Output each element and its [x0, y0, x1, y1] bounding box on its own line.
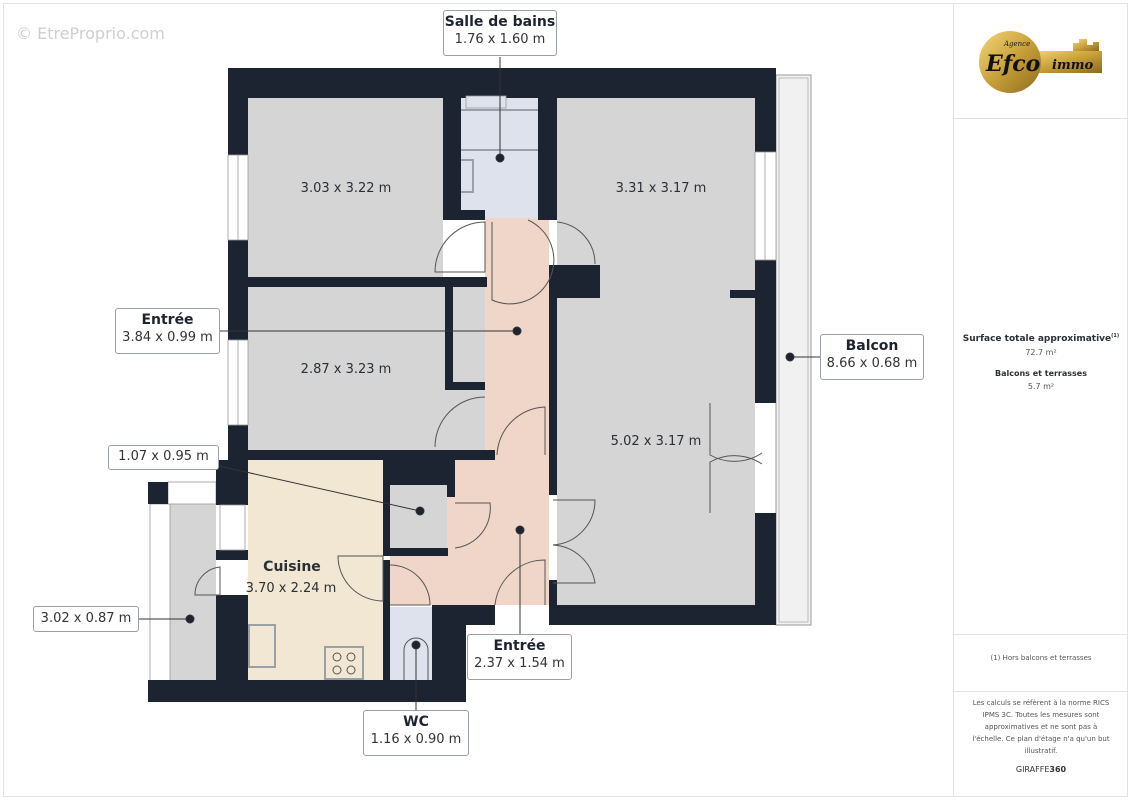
svg-text:Efco: Efco: [985, 51, 1040, 77]
door-swings: [194, 219, 763, 606]
summary-cell: Surface totale approximative(1) 72.7 m² …: [954, 119, 1128, 635]
kitchen-sink: [248, 624, 276, 668]
label-closet: 1.07 x 0.95 m: [108, 445, 219, 470]
balcony-area-label: Balcons et terrasses: [994, 369, 1087, 378]
total-area-label: Surface totale approximative(1): [962, 333, 1120, 344]
living-area: [557, 98, 755, 605]
svg-text:Agence: Agence: [1003, 40, 1030, 48]
cooktop: [324, 646, 364, 680]
bedroom1-area: [248, 98, 443, 277]
footnote: (1) Hors balcons et terrasses: [990, 654, 1092, 662]
kitchen-dims: 3.70 x 2.24 m: [246, 581, 337, 596]
label-corridor: Entrée 3.84 x 0.99 m: [115, 308, 220, 354]
total-area-value: 72.7 m²: [1025, 348, 1057, 357]
balcony-area-value: 5.7 m²: [1027, 382, 1055, 391]
label-wc: WC 1.16 x 0.90 m: [363, 710, 469, 756]
floor-plan: 3.03 x 3.22 m 3.31 x 3.17 m 2.87 x 3.23 …: [139, 57, 820, 710]
room-labels: 3.03 x 3.22 m 3.31 x 3.17 m 2.87 x 3.23 …: [246, 181, 707, 596]
page-frame: [3, 3, 1128, 797]
windows: [219, 95, 777, 551]
bedroom-right-dims: 3.31 x 3.17 m: [616, 181, 707, 196]
bedroom1-dims: 3.03 x 3.22 m: [301, 181, 392, 196]
toilet: [403, 637, 429, 680]
room-fills: [149, 74, 812, 683]
giraffe-brand: GIRAFFE360: [1015, 765, 1067, 774]
label-loggia: 3.02 x 0.87 m: [33, 606, 139, 632]
leader-lines: [139, 57, 820, 710]
footnote-cell: (1) Hors balcons et terrasses: [954, 635, 1128, 692]
label-entrance: Entrée 2.37 x 1.54 m: [467, 634, 572, 680]
label-bathroom: Salle de bains 1.76 x 1.60 m: [443, 10, 557, 56]
label-balcony: Balcon 8.66 x 0.68 m: [820, 334, 924, 380]
svg-text:immo: immo: [1052, 58, 1093, 73]
agency-logo: Agence Efco immo: [979, 31, 1102, 93]
info-panel: Agence Efco immo Surface totale approxim…: [953, 3, 1128, 796]
balcony-area: [775, 74, 812, 626]
wc-area: [390, 607, 432, 680]
disclaimer-cell: Les calculs se réfèrent à la norme RICS …: [954, 692, 1128, 796]
living-dims: 5.02 x 3.17 m: [611, 434, 702, 449]
disclaimer: Les calculs se réfèrent à la norme RICS …: [972, 699, 1110, 755]
kitchen-name: Cuisine: [263, 559, 321, 575]
bathtub: [454, 109, 548, 151]
watermark: © EtreProprio.com: [16, 24, 165, 43]
logo-cell: Agence Efco immo: [954, 3, 1128, 119]
bedroom2-dims: 2.87 x 3.23 m: [301, 362, 392, 377]
closet-area: [390, 485, 447, 548]
